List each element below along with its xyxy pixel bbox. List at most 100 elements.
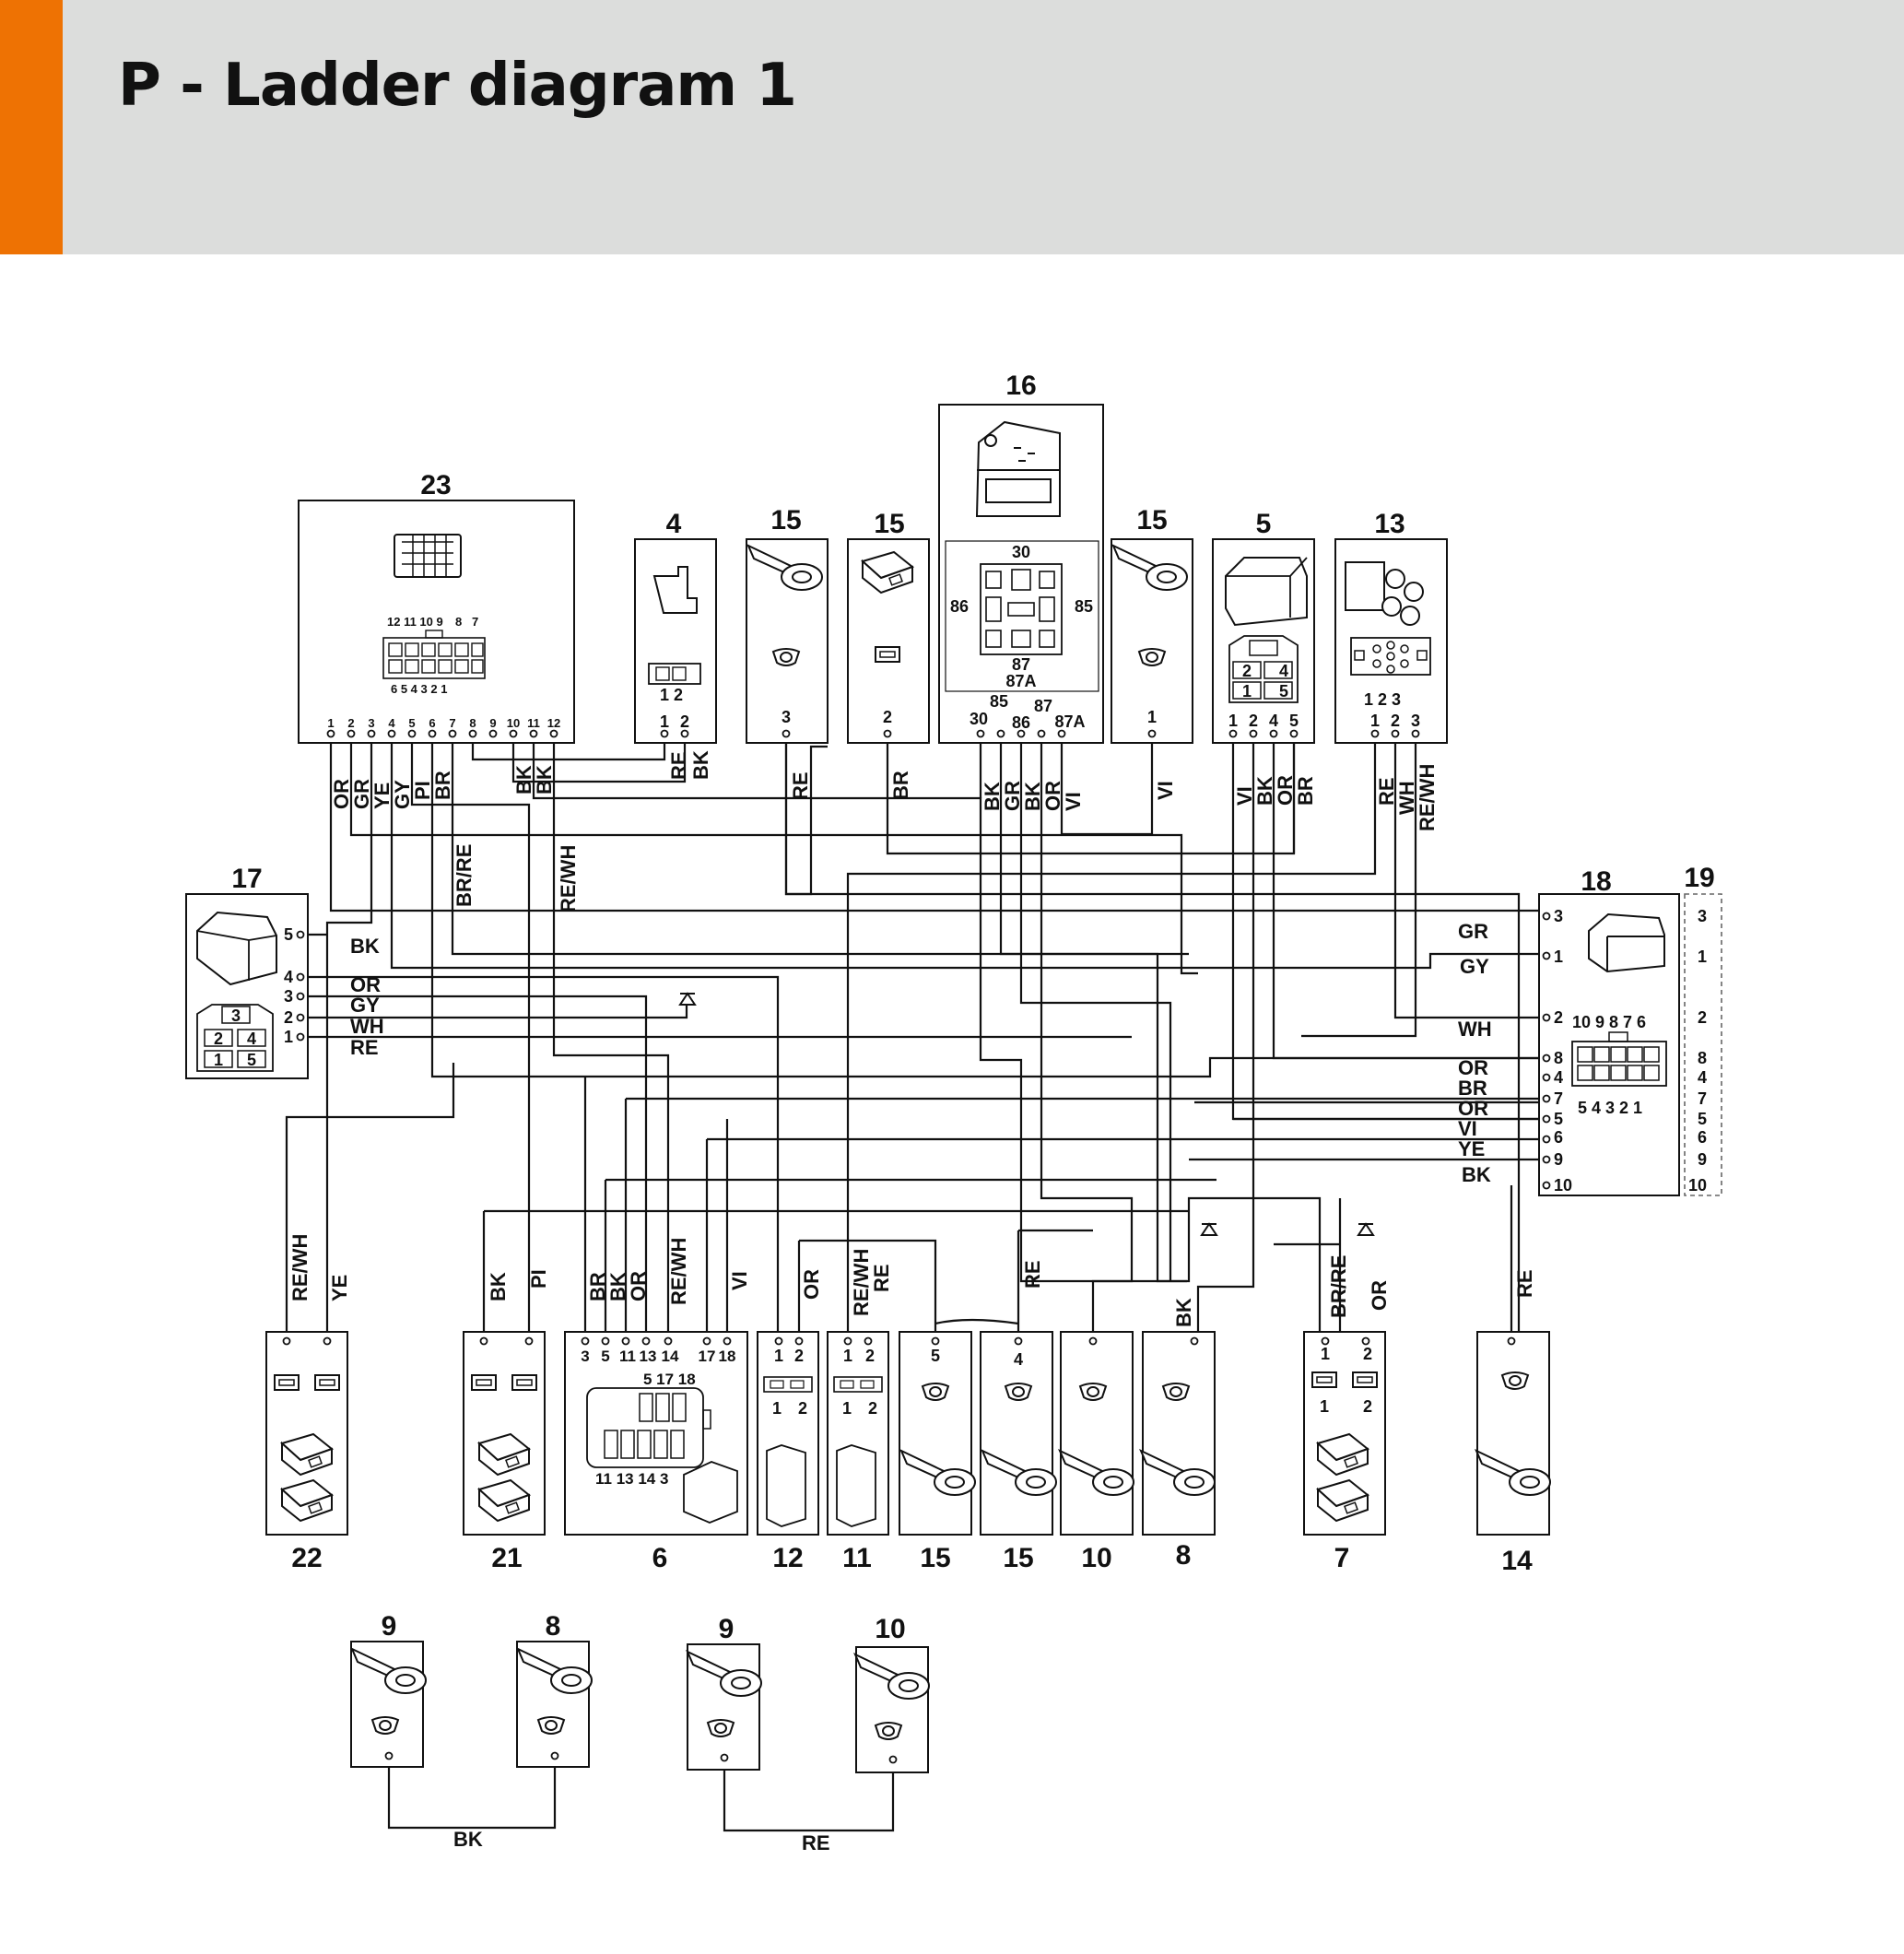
component-label: 10	[1081, 1543, 1111, 1573]
wire-label: VI	[1062, 792, 1085, 811]
component-label: 21	[491, 1543, 522, 1573]
component-label: 16	[1005, 371, 1036, 401]
svg-text:5 17 18: 5 17 18	[643, 1371, 696, 1388]
svg-text:14: 14	[662, 1348, 679, 1365]
svg-text:6: 6	[429, 716, 435, 730]
component-16-relay: 16 30 86 85 87 87A 30 85 86 87 87A	[938, 371, 1104, 744]
connector-icon	[196, 911, 277, 986]
wire-label: VI	[1233, 786, 1256, 806]
svg-text:1: 1	[1321, 1345, 1330, 1363]
component-label: 18	[1581, 866, 1611, 897]
svg-text:86: 86	[950, 597, 969, 616]
wire-label: BR	[1458, 1077, 1487, 1100]
component-label: 6	[652, 1543, 668, 1573]
svg-text:12: 12	[547, 716, 560, 730]
svg-text:2: 2	[798, 1399, 807, 1418]
relay-icon	[975, 420, 1061, 517]
component-label: 5	[1256, 509, 1272, 539]
svg-text:4: 4	[1698, 1068, 1707, 1087]
component-label: 15	[1136, 505, 1167, 536]
svg-text:87A: 87A	[1005, 672, 1036, 690]
wire-label: WH	[350, 1015, 384, 1038]
component-label: 7	[1334, 1543, 1350, 1573]
svg-text:1: 1	[1147, 708, 1157, 726]
svg-text:30: 30	[970, 710, 988, 728]
wire-label: OR	[1368, 1280, 1391, 1311]
wire-label: GY	[350, 994, 380, 1017]
svg-text:2: 2	[1698, 1008, 1707, 1027]
component-8: 8	[516, 1611, 593, 1768]
wire-label: YE	[370, 783, 394, 809]
component-label: 14	[1501, 1546, 1533, 1576]
svg-text:4: 4	[284, 968, 293, 986]
wire-label: RE	[1513, 1269, 1536, 1298]
wire-label: WH	[1458, 1018, 1492, 1041]
connector-icon	[394, 534, 462, 578]
svg-text:17: 17	[699, 1348, 716, 1365]
svg-text:2: 2	[347, 716, 354, 730]
svg-text:2: 2	[1249, 712, 1258, 730]
wire-label: OR	[627, 1271, 650, 1301]
wire-label: OR	[800, 1269, 823, 1300]
svg-text:11: 11	[619, 1348, 636, 1365]
svg-text:8: 8	[469, 716, 476, 730]
wire-label: BK	[981, 782, 1004, 811]
svg-text:1 2: 1 2	[660, 686, 683, 704]
svg-text:3: 3	[368, 716, 374, 730]
wire-label: OR	[1274, 775, 1297, 806]
component-21: 21	[463, 1331, 546, 1573]
svg-text:4: 4	[1014, 1350, 1023, 1369]
wire-label: RE/WH	[557, 845, 580, 912]
svg-text:1: 1	[284, 1028, 293, 1046]
component-label: 9	[382, 1611, 397, 1642]
header-bar	[0, 0, 1904, 254]
svg-text:9: 9	[1698, 1150, 1707, 1169]
svg-text:1: 1	[1228, 712, 1238, 730]
svg-text:2: 2	[865, 1347, 875, 1365]
svg-text:1: 1	[1370, 712, 1380, 730]
svg-text:2: 2	[1242, 662, 1252, 680]
svg-text:1: 1	[1320, 1397, 1329, 1416]
svg-text:5: 5	[247, 1051, 256, 1069]
wire-label: BK	[487, 1272, 510, 1301]
connector-icon	[652, 566, 698, 614]
wire-label: GR	[1458, 920, 1488, 943]
svg-text:7: 7	[1554, 1089, 1563, 1108]
component-9: 9	[350, 1611, 427, 1768]
component-7: 1 2 1 2 7	[1303, 1331, 1386, 1573]
wire-label: BK	[1253, 776, 1276, 806]
svg-text:11 13 14 3: 11 13 14 3	[595, 1470, 668, 1488]
wire-label: RE	[1021, 1260, 1044, 1289]
svg-text:6: 6	[1554, 1128, 1563, 1147]
component-label: 15	[1003, 1543, 1033, 1573]
wire-label: BR	[431, 771, 454, 800]
svg-text:5 4 3 2 1: 5 4 3 2 1	[1578, 1099, 1642, 1117]
svg-text:85: 85	[990, 692, 1008, 711]
svg-text:4: 4	[388, 716, 395, 730]
wire-label: VI	[1458, 1117, 1477, 1140]
component-label: 19	[1684, 863, 1714, 893]
svg-text:1 2 3: 1 2 3	[1364, 690, 1401, 709]
svg-text:2: 2	[883, 708, 892, 726]
wire-label: OR	[1041, 781, 1064, 811]
spade-face-icon	[875, 646, 900, 663]
wire-label: BR	[586, 1272, 609, 1301]
svg-text:6 5 4 3 2 1: 6 5 4 3 2 1	[391, 682, 447, 696]
svg-text:87: 87	[1034, 697, 1052, 715]
component-11: 1 2 1 2 11	[827, 1331, 889, 1573]
wire-label: RE	[870, 1264, 893, 1292]
svg-text:1: 1	[774, 1347, 783, 1365]
svg-text:10: 10	[507, 716, 520, 730]
wire-label: BK	[533, 765, 556, 795]
component-15: 15 2	[847, 509, 930, 744]
svg-text:3: 3	[231, 1006, 241, 1025]
svg-text:3: 3	[581, 1348, 589, 1365]
svg-text:10: 10	[1688, 1176, 1707, 1195]
svg-text:87A: 87A	[1054, 712, 1085, 731]
wire-label: BK	[350, 935, 380, 958]
component-label: 17	[231, 864, 262, 894]
svg-text:5: 5	[408, 716, 415, 730]
svg-text:8: 8	[455, 615, 462, 629]
diode	[1357, 1222, 1375, 1236]
